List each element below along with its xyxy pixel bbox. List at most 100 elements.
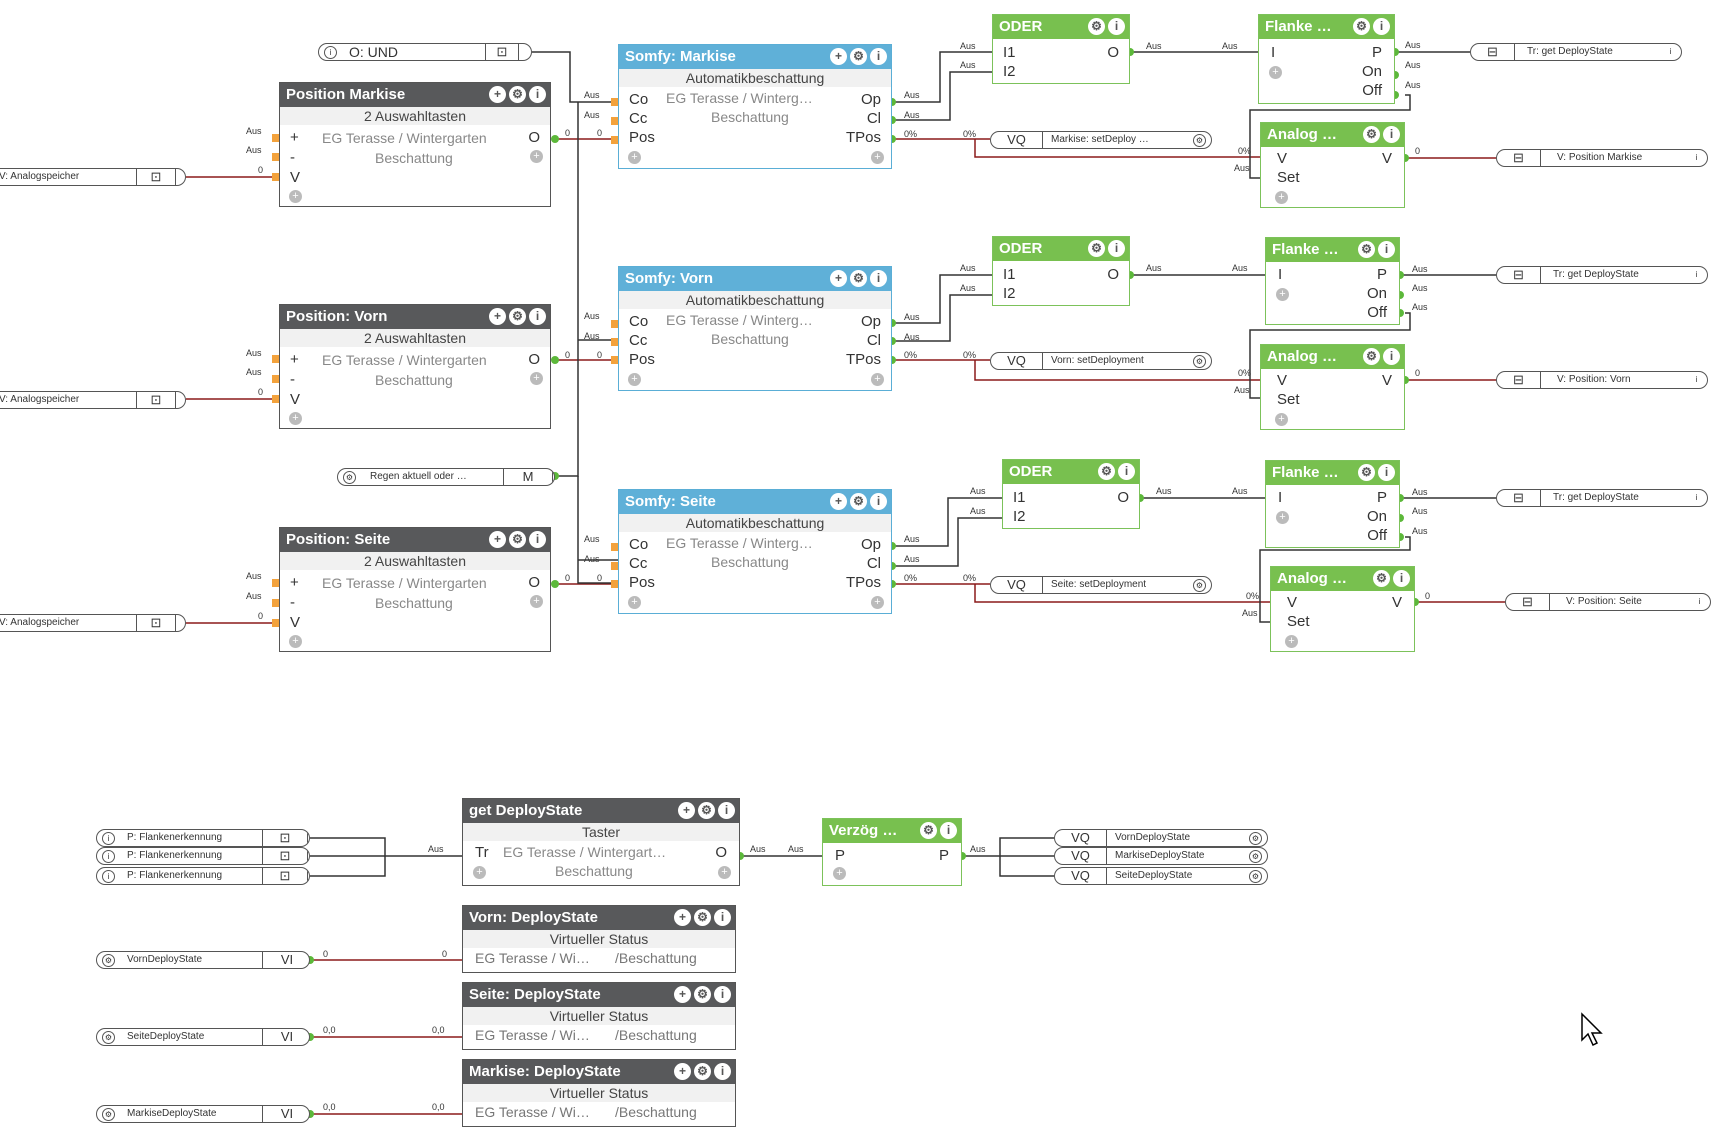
plus-icon[interactable]: + (1275, 413, 1288, 426)
somfy-vorn-block[interactable]: Somfy: Vorn +⚙i Automatikbeschattung Co … (618, 266, 892, 391)
gear-icon[interactable]: ⚙ (698, 802, 715, 819)
gear-icon[interactable]: ⚙ (102, 1031, 115, 1044)
gear-icon[interactable]: ⚙ (1098, 463, 1115, 480)
info-icon[interactable]: i (1108, 18, 1125, 35)
plus-icon[interactable]: + (530, 372, 543, 385)
plus-icon[interactable]: + (1276, 511, 1289, 524)
position-vorn-block[interactable]: Position: Vorn +⚙i 2 Auswahltasten + - V… (279, 304, 551, 429)
p-flankenerkennung-terminal[interactable]: i P: Flankenerkennung ⊡ (96, 847, 310, 865)
gear-icon[interactable]: ⚙ (102, 1108, 115, 1121)
info-icon[interactable]: i (940, 822, 957, 839)
plus-icon[interactable]: + (289, 635, 302, 648)
plus-icon[interactable]: + (1276, 288, 1289, 301)
plus-icon[interactable]: + (871, 596, 884, 609)
info-icon[interactable]: i (1698, 597, 1701, 606)
info-icon[interactable]: i (714, 1063, 731, 1080)
gear-icon[interactable]: ⚙ (343, 471, 356, 484)
p-flankenerkennung-terminal[interactable]: i P: Flankenerkennung ⊡ (96, 829, 310, 847)
seite-deploystate-block[interactable]: Seite: DeployState +⚙i Virtueller Status… (462, 982, 736, 1050)
plus-icon[interactable]: + (674, 986, 691, 1003)
vorn-deploystate-block[interactable]: Vorn: DeployState +⚙i Virtueller Status … (462, 905, 736, 973)
analog-block[interactable]: Analog … ⚙i V Set V + (1260, 344, 1405, 430)
vi-markisedeploystate-terminal[interactable]: ⚙ MarkiseDeployState VI (96, 1105, 310, 1123)
gear-icon[interactable]: ⚙ (1088, 240, 1105, 257)
gear-icon[interactable]: ⚙ (1358, 464, 1375, 481)
info-icon[interactable]: i (1695, 270, 1698, 279)
markise-deploystate-block[interactable]: Markise: DeployState +⚙i Virtueller Stat… (462, 1059, 736, 1127)
oder-block[interactable]: ODER ⚙i I1 I2 O (992, 236, 1130, 306)
plus-icon[interactable]: + (871, 151, 884, 164)
v-analogspeicher-terminal[interactable]: V: Analogspeicher ⊡ (0, 614, 186, 632)
gear-icon[interactable]: ⚙ (1249, 832, 1262, 845)
tr-get-deploystate-terminal[interactable]: ⊟ Tr: get DeployState i (1496, 266, 1708, 284)
gear-icon[interactable]: ⚙ (1193, 355, 1206, 368)
plus-icon[interactable]: + (628, 596, 641, 609)
info-icon[interactable]: i (1378, 241, 1395, 258)
oder-block[interactable]: ODER ⚙i I1 I2 O (992, 14, 1130, 84)
v-position-vorn-terminal[interactable]: ⊟ V: Position: Vorn i (1496, 371, 1708, 389)
plus-icon[interactable]: + (628, 151, 641, 164)
vq-markisedeploystate-terminal[interactable]: VQ MarkiseDeployState ⚙ (1054, 847, 1268, 865)
gear-icon[interactable]: ⚙ (694, 1063, 711, 1080)
gear-icon[interactable]: ⚙ (694, 909, 711, 926)
info-icon[interactable]: i (102, 850, 115, 863)
gear-icon[interactable]: ⚙ (694, 986, 711, 1003)
info-icon[interactable]: i (324, 46, 337, 59)
somfy-markise-block[interactable]: Somfy: Markise +⚙i Automatikbeschattung … (618, 44, 892, 169)
position-seite-block[interactable]: Position: Seite +⚙i 2 Auswahltasten + - … (279, 527, 551, 652)
v-analogspeicher-terminal[interactable]: V: Analogspeicher ⊡ (0, 391, 186, 409)
gear-icon[interactable]: ⚙ (1249, 850, 1262, 863)
plus-icon[interactable]: + (530, 150, 543, 163)
info-icon[interactable]: i (718, 802, 735, 819)
plus-icon[interactable]: + (489, 308, 506, 325)
gear-icon[interactable]: ⚙ (1358, 241, 1375, 258)
gear-icon[interactable]: ⚙ (1353, 18, 1370, 35)
regen-terminal[interactable]: ⚙ Regen aktuell oder … M (337, 468, 555, 486)
somfy-seite-block[interactable]: Somfy: Seite +⚙i Automatikbeschattung Co… (618, 489, 892, 614)
p-flankenerkennung-terminal[interactable]: i P: Flankenerkennung ⊡ (96, 867, 310, 885)
v-position-markise-terminal[interactable]: ⊟ V: Position Markise i (1496, 149, 1708, 167)
info-icon[interactable]: i (1378, 464, 1395, 481)
flanke-block[interactable]: Flanke … ⚙i I P On Off + (1258, 14, 1395, 104)
plus-icon[interactable]: + (1269, 66, 1282, 79)
tr-get-deploystate-terminal[interactable]: ⊟ Tr: get DeployState i (1470, 43, 1682, 61)
plus-icon[interactable]: + (1285, 635, 1298, 648)
info-icon[interactable]: i (870, 270, 887, 287)
info-icon[interactable]: i (1383, 348, 1400, 365)
gear-icon[interactable]: ⚙ (509, 531, 526, 548)
gear-icon[interactable]: ⚙ (509, 308, 526, 325)
gear-icon[interactable]: ⚙ (1193, 579, 1206, 592)
analog-block[interactable]: Analog … ⚙i V Set V + (1270, 566, 1415, 652)
v-position-seite-terminal[interactable]: ⊟ V: Position: Seite i (1505, 593, 1711, 611)
plus-icon[interactable]: + (289, 412, 302, 425)
vi-seitedeploystate-terminal[interactable]: ⚙ SeiteDeployState VI (96, 1028, 310, 1046)
plus-icon[interactable]: + (830, 493, 847, 510)
info-icon[interactable]: i (714, 986, 731, 1003)
info-icon[interactable]: i (1695, 493, 1698, 502)
analog-block[interactable]: Analog … ⚙i V Set V + (1260, 122, 1405, 208)
info-icon[interactable]: i (870, 48, 887, 65)
info-icon[interactable]: i (1695, 153, 1698, 162)
gear-icon[interactable]: ⚙ (1088, 18, 1105, 35)
gear-icon[interactable]: ⚙ (1363, 348, 1380, 365)
gear-icon[interactable]: ⚙ (850, 270, 867, 287)
gear-icon[interactable]: ⚙ (850, 493, 867, 510)
v-analogspeicher-terminal[interactable]: V: Analogspeicher ⊡ (0, 168, 186, 186)
o-und-terminal[interactable]: i O: UND ⊡ (318, 43, 532, 61)
plus-icon[interactable]: + (489, 531, 506, 548)
plus-icon[interactable]: + (628, 373, 641, 386)
flanke-block[interactable]: Flanke … ⚙i I P On Off + (1265, 237, 1400, 325)
vq-markise-terminal[interactable]: VQ Markise: setDeploy … ⚙ (990, 131, 1212, 149)
info-icon[interactable]: i (529, 308, 546, 325)
plus-icon[interactable]: + (718, 866, 731, 879)
plus-icon[interactable]: + (833, 867, 846, 880)
info-icon[interactable]: i (870, 493, 887, 510)
gear-icon[interactable]: ⚙ (1373, 570, 1390, 587)
info-icon[interactable]: i (1108, 240, 1125, 257)
oder-block[interactable]: ODER ⚙i I1 I2 O (1002, 459, 1140, 529)
info-icon[interactable]: i (102, 870, 115, 883)
plus-icon[interactable]: + (830, 48, 847, 65)
plus-icon[interactable]: + (1275, 191, 1288, 204)
gear-icon[interactable]: ⚙ (920, 822, 937, 839)
